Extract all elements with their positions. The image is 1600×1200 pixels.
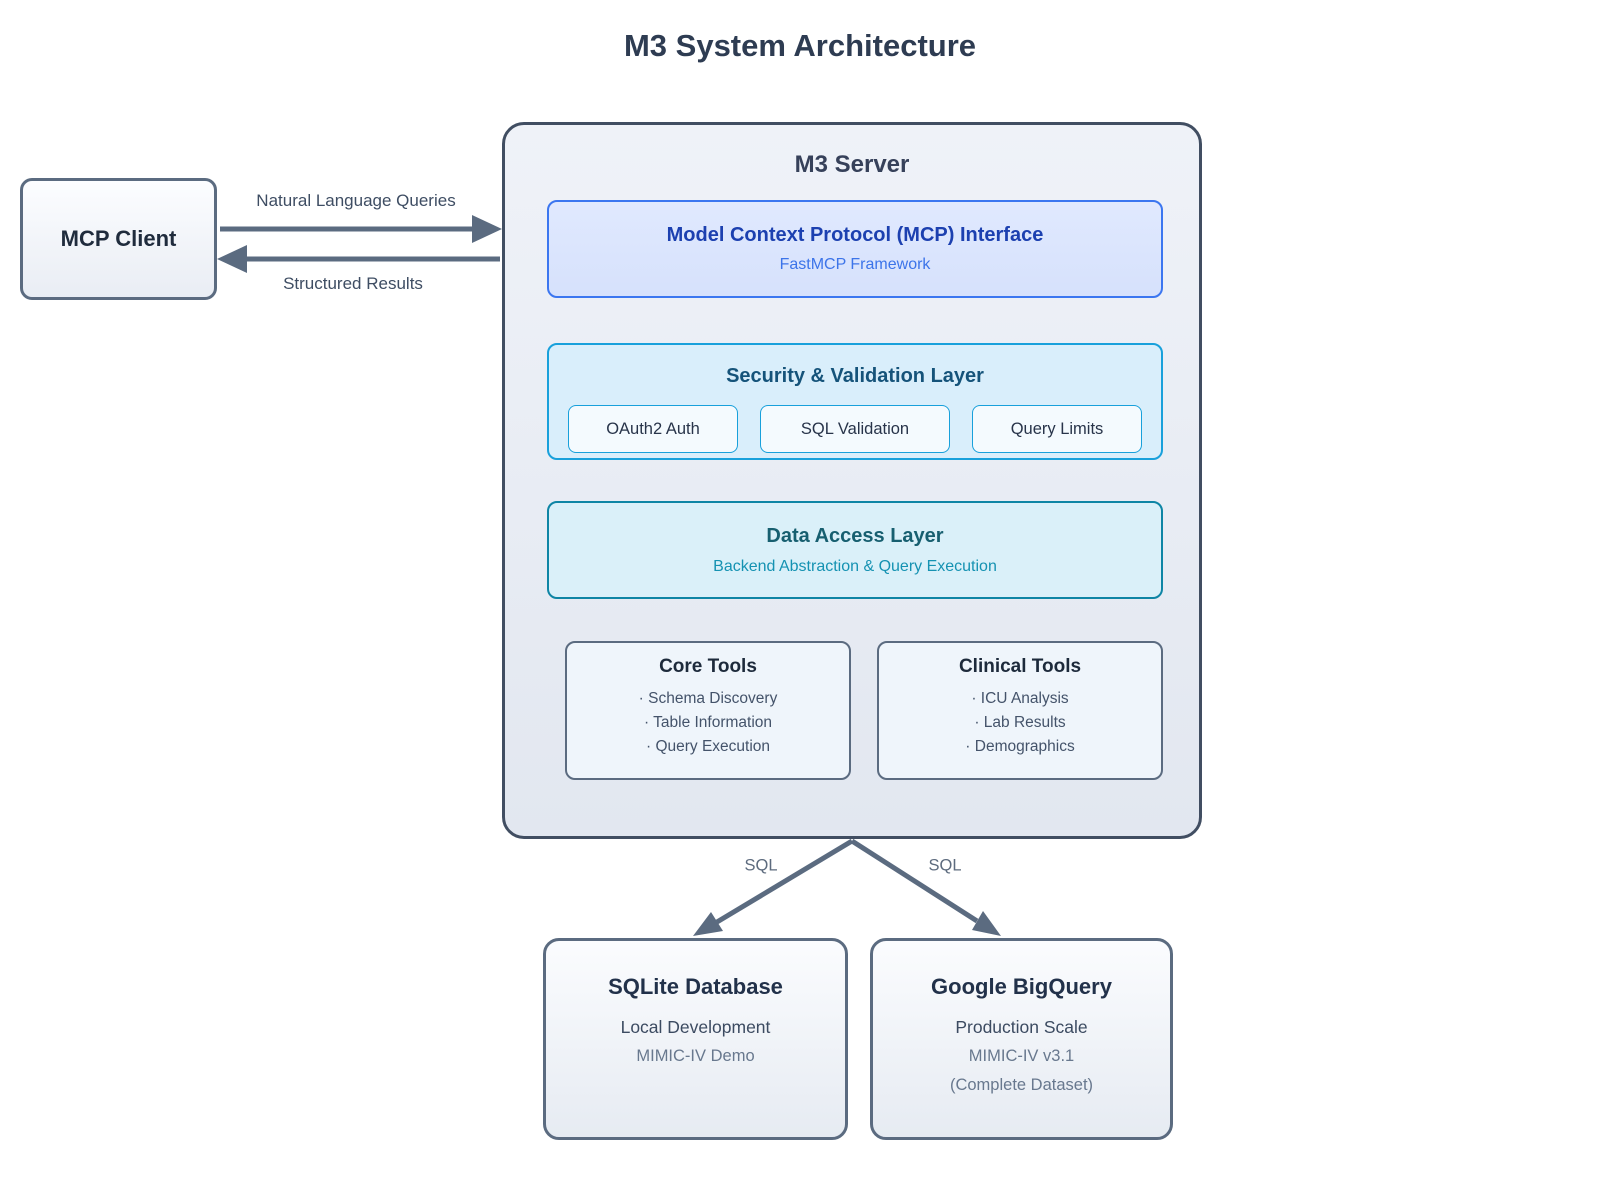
node-core-tools: Core Tools Schema Discovery Table Inform… — [565, 641, 851, 780]
clinical-tools-item: ICU Analysis — [971, 687, 1069, 711]
sql-validation-label: SQL Validation — [800, 419, 910, 438]
arrow-server-to-bigquery — [850, 838, 1001, 936]
arrow-server-to-sqlite — [693, 838, 854, 936]
arrow-client-to-server — [220, 215, 502, 243]
bigquery-title: Google BigQuery — [931, 974, 1112, 999]
edge-label-sql-right: SQL — [928, 856, 962, 875]
edge-label-sql-left: SQL — [744, 856, 778, 875]
node-oauth2-auth: OAuth2 Auth — [568, 405, 738, 453]
edge-label-natural-language-queries: Natural Language Queries — [256, 191, 456, 210]
core-tools-item: Table Information — [644, 711, 772, 735]
node-security-layer: Security & Validation Layer OAuth2 Auth … — [547, 343, 1163, 460]
node-query-limits: Query Limits — [972, 405, 1142, 453]
core-tools-item: Query Execution — [646, 735, 770, 759]
security-items-row: OAuth2 Auth SQL Validation Query Limits — [549, 405, 1161, 453]
mcp-interface-title: Model Context Protocol (MCP) Interface — [666, 224, 1044, 246]
node-sqlite-database: SQLite Database Local Development MIMIC-… — [543, 938, 848, 1140]
core-tools-items: Schema Discovery Table Information Query… — [567, 687, 849, 759]
node-m3-server: M3 Server Model Context Protocol (MCP) I… — [502, 122, 1202, 839]
mcp-client-label: MCP Client — [60, 226, 177, 251]
bigquery-line-3: (Complete Dataset) — [949, 1076, 1094, 1094]
data-access-title: Data Access Layer — [766, 524, 944, 547]
node-clinical-tools: Clinical Tools ICU Analysis Lab Results … — [877, 641, 1163, 780]
bigquery-line-2: MIMIC-IV v3.1 — [968, 1047, 1075, 1065]
core-tools-title: Core Tools — [659, 656, 757, 677]
mcp-interface-subtitle: FastMCP Framework — [779, 256, 931, 273]
edge-label-structured-results: Structured Results — [283, 274, 423, 293]
data-access-subtitle: Backend Abstraction & Query Execution — [713, 557, 997, 575]
bigquery-line-1: Production Scale — [955, 1017, 1088, 1037]
sqlite-line-2: MIMIC-IV Demo — [636, 1047, 755, 1065]
query-limits-label: Query Limits — [1010, 419, 1104, 438]
node-mcp-interface: Model Context Protocol (MCP) Interface F… — [547, 200, 1163, 298]
security-layer-title: Security & Validation Layer — [726, 365, 984, 387]
oauth2-auth-label: OAuth2 Auth — [606, 419, 700, 438]
sqlite-line-1: Local Development — [620, 1017, 771, 1037]
node-sql-validation: SQL Validation — [760, 405, 950, 453]
clinical-tools-items: ICU Analysis Lab Results Demographics — [879, 687, 1161, 759]
clinical-tools-item: Lab Results — [974, 711, 1066, 735]
clinical-tools-title: Clinical Tools — [958, 656, 1082, 677]
node-data-access-layer: Data Access Layer Backend Abstraction & … — [547, 501, 1163, 599]
node-mcp-client: MCP Client — [20, 178, 217, 300]
m3-server-title: M3 Server — [794, 151, 910, 178]
clinical-tools-item: Demographics — [965, 735, 1075, 759]
node-google-bigquery: Google BigQuery Production Scale MIMIC-I… — [870, 938, 1173, 1140]
arrow-server-to-client — [217, 245, 500, 273]
core-tools-item: Schema Discovery — [639, 687, 777, 711]
page-title: M3 System Architecture — [623, 28, 977, 63]
sqlite-title: SQLite Database — [608, 974, 783, 999]
